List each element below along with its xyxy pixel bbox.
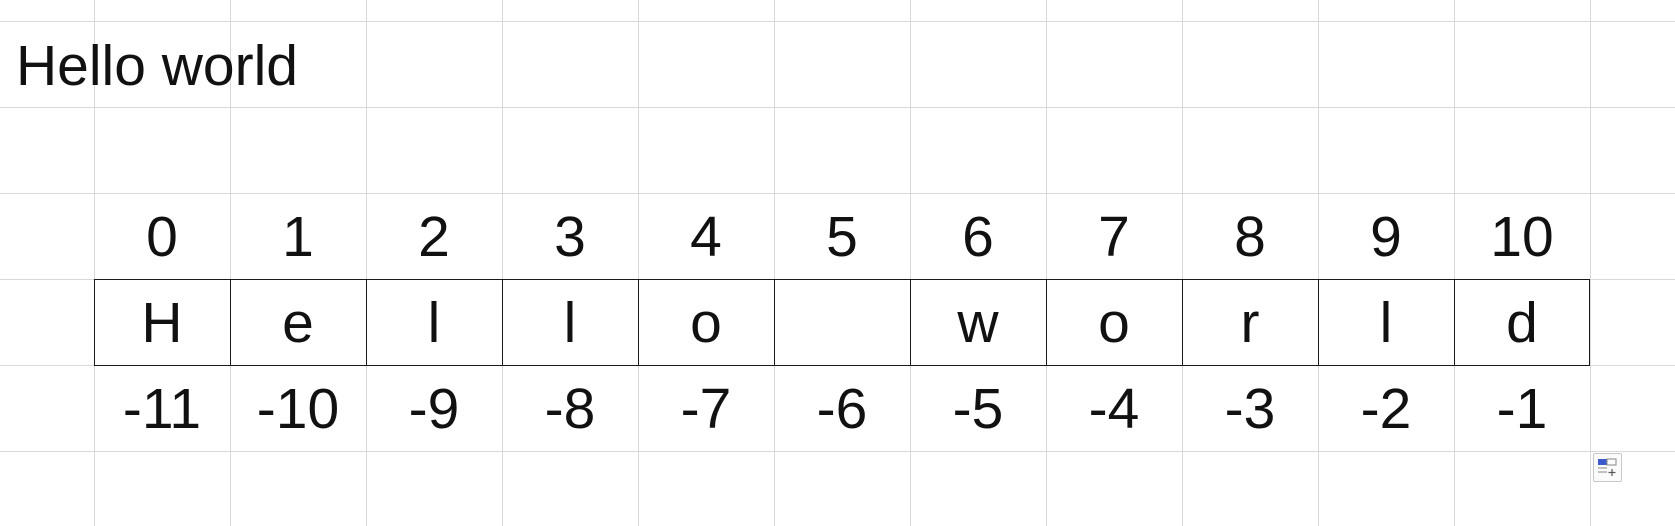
index-cell[interactable]: 0 [146, 205, 178, 269]
negative-index-cell[interactable]: -10 [256, 377, 340, 441]
character-cell[interactable]: H [141, 291, 183, 355]
cell-divider [774, 279, 775, 366]
title-cell[interactable]: Hello world [16, 34, 298, 98]
character-cell[interactable] [774, 280, 910, 366]
character-cell[interactable]: d [1506, 291, 1538, 355]
cell-divider [638, 279, 639, 366]
negative-index-cell[interactable]: -3 [1224, 377, 1276, 441]
cell-divider [1454, 279, 1455, 366]
character-row-border [94, 279, 1590, 366]
index-cell[interactable]: 8 [1234, 205, 1266, 269]
character-cell[interactable]: r [1240, 291, 1260, 355]
negative-index-cell[interactable]: -7 [680, 377, 732, 441]
cell-divider [230, 279, 231, 366]
cell-divider [910, 279, 911, 366]
character-cell[interactable]: l [427, 291, 441, 355]
character-cell[interactable]: l [563, 291, 577, 355]
index-cell[interactable]: 10 [1490, 205, 1554, 269]
character-cell[interactable]: w [957, 291, 999, 355]
negative-index-cell[interactable]: -11 [122, 377, 202, 441]
index-cell[interactable]: 6 [962, 205, 994, 269]
index-cell[interactable]: 7 [1098, 205, 1130, 269]
character-cell[interactable]: e [282, 291, 314, 355]
character-cell[interactable]: o [690, 291, 722, 355]
negative-index-cell[interactable]: -2 [1360, 377, 1412, 441]
index-cell[interactable]: 4 [690, 205, 722, 269]
index-cell[interactable]: 1 [282, 205, 314, 269]
index-cell[interactable]: 9 [1370, 205, 1402, 269]
negative-index-cell[interactable]: -8 [544, 377, 596, 441]
index-cell[interactable]: 3 [554, 205, 586, 269]
cell-divider [1318, 279, 1319, 366]
cell-divider [366, 279, 367, 366]
negative-index-cell[interactable]: -5 [952, 377, 1004, 441]
negative-index-cell[interactable]: -4 [1088, 377, 1140, 441]
paste-options-button[interactable] [1593, 453, 1622, 482]
index-cell[interactable]: 5 [826, 205, 858, 269]
negative-index-cell[interactable]: -1 [1496, 377, 1548, 441]
negative-index-cell[interactable]: -9 [408, 377, 460, 441]
cell-divider [1182, 279, 1183, 366]
cell-divider [1046, 279, 1047, 366]
character-cell[interactable]: l [1379, 291, 1393, 355]
cell-divider [502, 279, 503, 366]
negative-index-cell[interactable]: -6 [816, 377, 868, 441]
paste-options-icon [1598, 458, 1617, 476]
index-cell[interactable]: 2 [418, 205, 450, 269]
character-cell[interactable]: o [1098, 291, 1130, 355]
